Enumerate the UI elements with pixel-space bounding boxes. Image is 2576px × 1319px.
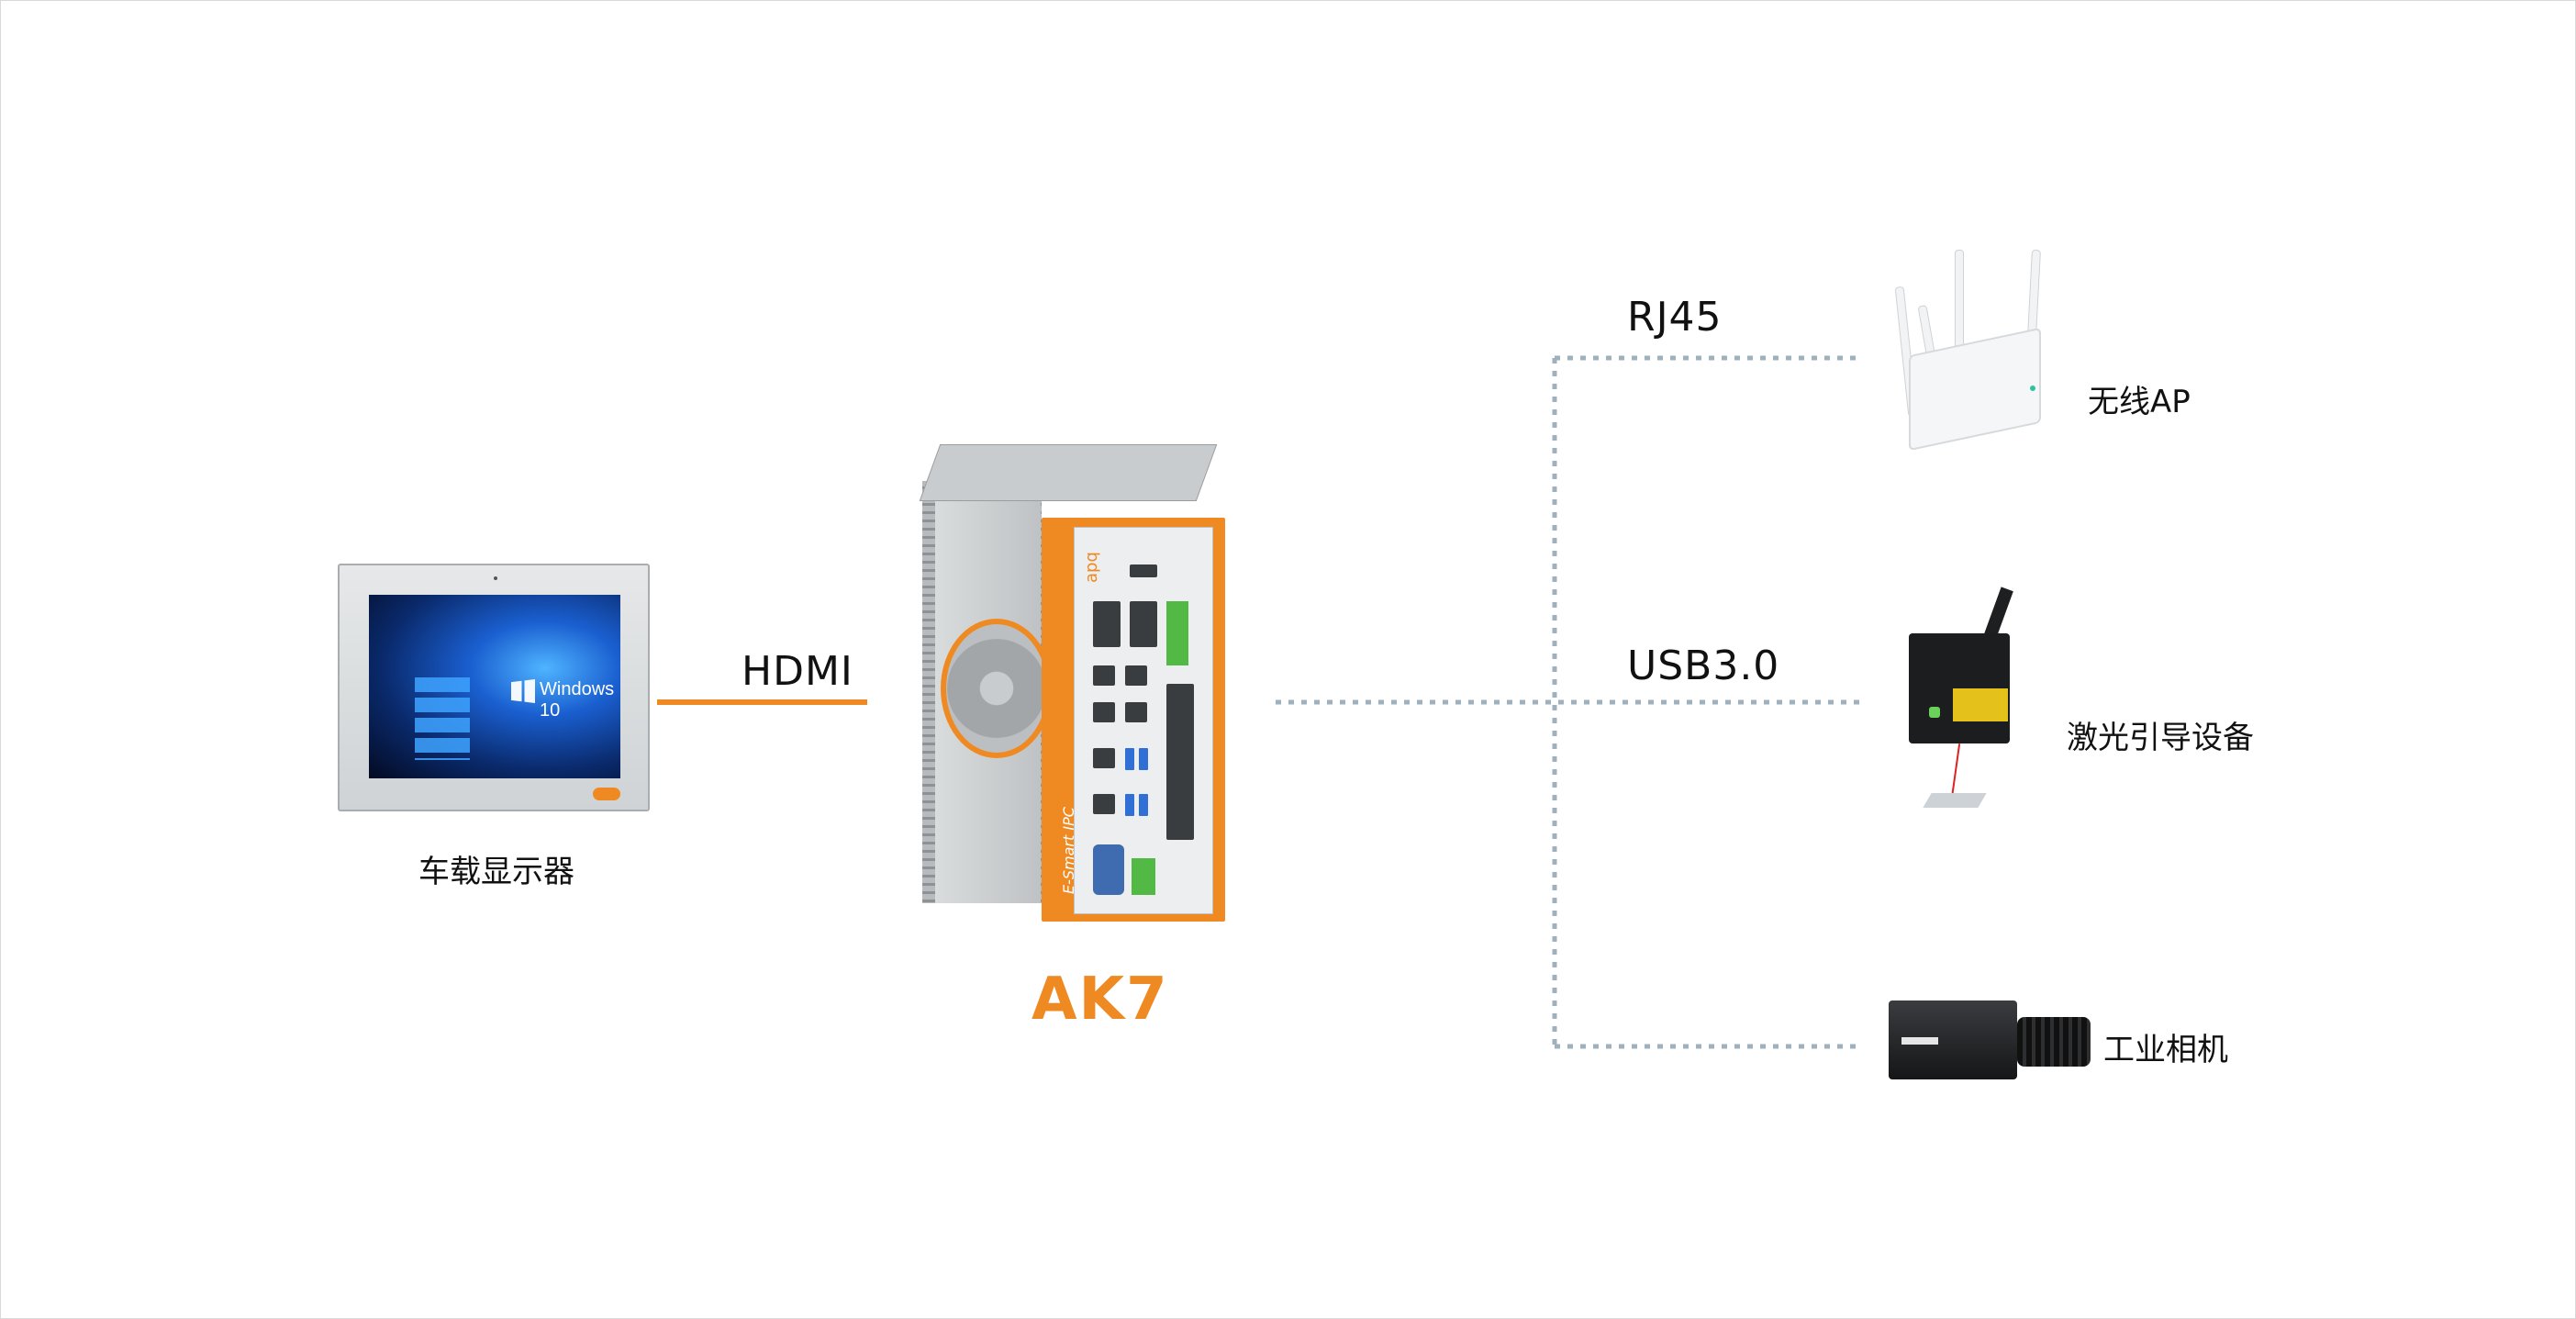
monitor-label: 车载显示器 xyxy=(418,854,574,890)
ipc-top-cover xyxy=(919,444,1218,501)
usb-label: USB3.0 xyxy=(1627,643,1780,689)
monitor-power-button xyxy=(593,788,620,800)
start-menu-tiles xyxy=(415,677,470,760)
lan-port-3 xyxy=(1093,702,1115,722)
com-port-1 xyxy=(1093,601,1121,647)
ipc-side-text: E-Smart IPC xyxy=(1060,807,1077,894)
ipc-io-panel: apq xyxy=(1074,527,1213,914)
lan-port-6 xyxy=(1093,794,1115,814)
laser-target-plate xyxy=(1923,793,1987,808)
wireless-ap-label: 无线AP xyxy=(2088,384,2191,420)
wireless-ap-image xyxy=(1890,249,2056,455)
lan-port-2 xyxy=(1125,665,1147,686)
camera-body xyxy=(1889,1000,2017,1079)
laser-warning-label xyxy=(1953,688,2008,721)
ipc-logo: apq xyxy=(1082,552,1101,583)
windows-logo-icon xyxy=(511,679,535,703)
ak7-label: AK7 xyxy=(1032,966,1169,1034)
industrial-camera-image xyxy=(1889,991,2091,1092)
lan-port-4 xyxy=(1125,702,1147,722)
ak7-ipc-image: apq E-Smart IPC xyxy=(919,435,1225,931)
monitor-camera-dot xyxy=(494,576,497,580)
lan-port-1 xyxy=(1093,665,1115,686)
rj45-label: RJ45 xyxy=(1627,294,1723,341)
camera-brand-tag xyxy=(1901,1037,1938,1045)
vga-port xyxy=(1093,844,1124,895)
usb-port-4 xyxy=(1139,794,1148,816)
com-port-2 xyxy=(1130,601,1157,647)
io-connector xyxy=(1166,684,1194,840)
lan-port-5 xyxy=(1093,748,1115,768)
laser-housing xyxy=(1909,633,2010,743)
monitor-screen: Windows 10 xyxy=(369,595,620,778)
usb-port-3 xyxy=(1125,794,1134,816)
laser-guide-image xyxy=(1900,587,2019,808)
hdmi-label: HDMI xyxy=(742,648,853,695)
camera-lens xyxy=(2017,1017,2091,1067)
hdmi-port xyxy=(1130,564,1157,577)
industrial-camera-label: 工业相机 xyxy=(2103,1032,2228,1068)
router-led xyxy=(2030,386,2035,391)
usb-port-1 xyxy=(1125,748,1134,770)
power-terminal xyxy=(1132,858,1155,895)
vehicle-monitor-image: Windows 10 xyxy=(338,564,650,811)
laser-status-led xyxy=(1929,707,1940,718)
laser-beam xyxy=(1950,743,1961,799)
laser-guide-label: 激光引导设备 xyxy=(2067,720,2254,756)
fan-icon xyxy=(941,619,1053,758)
usb-port-2 xyxy=(1139,748,1148,770)
terminal-block-top xyxy=(1166,601,1188,665)
monitor-screen-text: Windows 10 xyxy=(540,679,615,721)
